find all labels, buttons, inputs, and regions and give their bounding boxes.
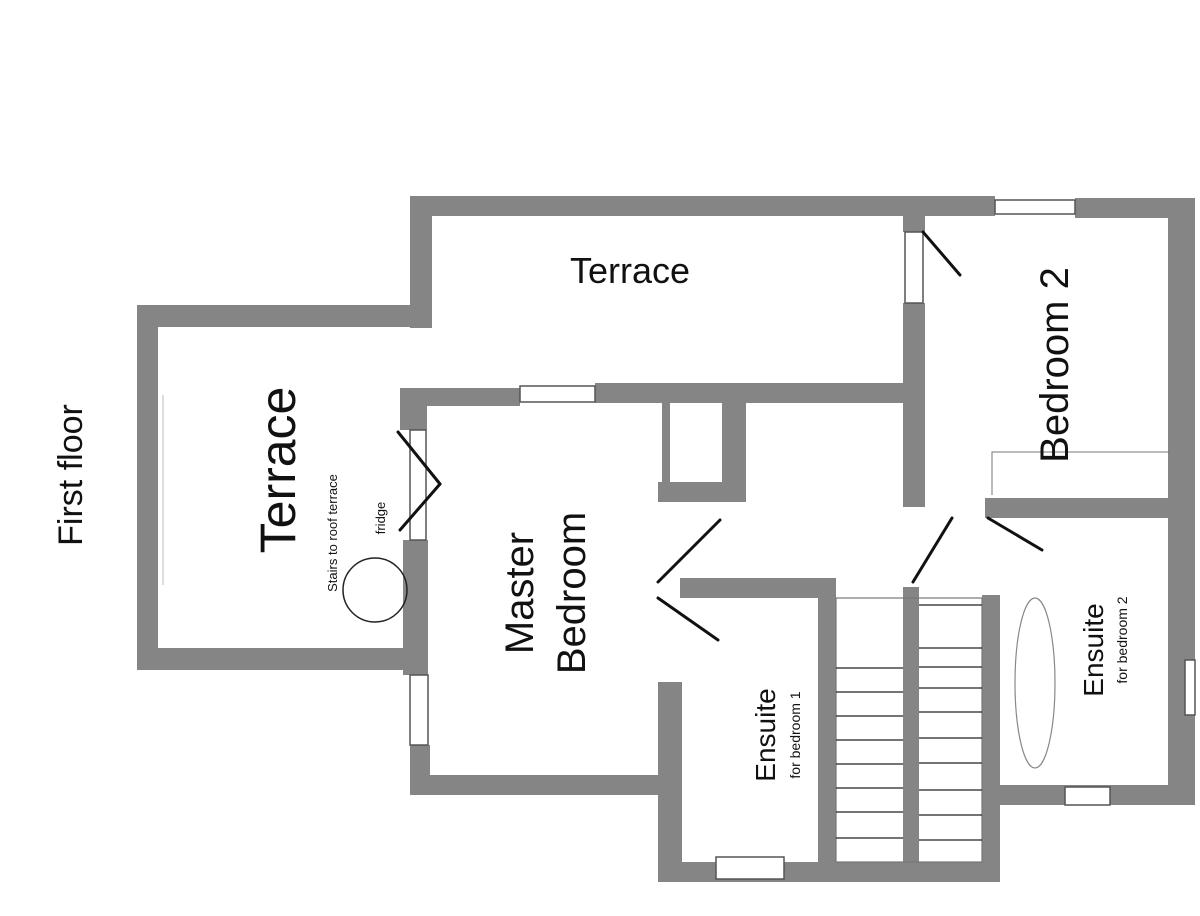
floor-label: First floor (52, 404, 90, 546)
wall-closet-bottom (658, 482, 746, 502)
bathtub-symbol (1014, 597, 1056, 769)
window-terrace-left (409, 674, 429, 746)
room-label-master-line1: Master (498, 532, 542, 654)
room-label-bedroom-2: Bedroom 2 (1033, 267, 1077, 463)
window-master-left (409, 429, 427, 541)
door-stairwell (911, 516, 954, 584)
thin-line-bedroom2 (991, 451, 1170, 495)
wall-left-terrace-top (137, 305, 432, 327)
door-bedroom2-bottom (986, 516, 1044, 552)
note-stairs-roof: Stairs to roof terrace (325, 474, 340, 592)
door-bedroom2-top (921, 230, 962, 277)
wall-stair-middle (903, 587, 919, 867)
labels: First floor Terrace Terrace Stairs to ro… (52, 250, 1130, 782)
room-label-master-line2: Bedroom (550, 512, 594, 674)
wall-center-lower (903, 303, 925, 507)
room-label-terrace-left: Terrace (250, 387, 306, 554)
door-master-lower (656, 596, 720, 642)
wall-master-left-a (400, 388, 427, 430)
window-center-upper (904, 231, 924, 304)
note-fridge: fridge (373, 502, 388, 535)
stairs-outline (835, 597, 983, 863)
window-ensuite2 (1064, 786, 1111, 806)
door-fridge-a (396, 430, 442, 486)
wall-top-right (1075, 198, 1195, 218)
wall-master-top-b (595, 383, 905, 403)
doors (396, 230, 1044, 642)
wall-master-left-b (403, 540, 428, 675)
wall-top-outer (410, 196, 995, 216)
wall-terrace-upper-left (410, 196, 432, 328)
wall-ensuite1-left (658, 682, 682, 882)
wall-ensuite1-right (818, 578, 836, 878)
room-label-terrace-top: Terrace (570, 250, 690, 291)
door-master-upper (656, 518, 722, 584)
window-bedroom2-right (1184, 659, 1196, 716)
wall-ensuite2-left (982, 595, 1000, 880)
door-fridge-b (398, 482, 442, 532)
wall-center-upper (903, 212, 925, 232)
wall-closet-left (662, 402, 670, 484)
wall-bottom (660, 862, 1000, 882)
room-label-ensuite-2-sub: for bedroom 2 (1114, 596, 1130, 683)
window-master-top (519, 385, 596, 403)
window-ensuite1 (715, 856, 785, 880)
windows (409, 199, 1196, 880)
spiral-stairs-symbol (342, 557, 408, 623)
walls (137, 196, 1195, 882)
fixtures (162, 395, 1170, 769)
wall-master-bottom (410, 775, 680, 795)
window-top (994, 199, 1076, 215)
room-label-ensuite-1-sub: for bedroom 1 (787, 691, 803, 778)
wall-left-terrace-left (137, 305, 158, 670)
wall-master-top-a (400, 388, 520, 406)
stairs (835, 597, 983, 863)
wall-ensuite1-top (680, 578, 836, 598)
wall-bedroom2-bottom (985, 498, 1175, 518)
room-label-ensuite-1: Ensuite (750, 688, 781, 781)
wall-left-terrace-bottom (137, 648, 427, 670)
room-label-ensuite-2: Ensuite (1078, 603, 1109, 696)
